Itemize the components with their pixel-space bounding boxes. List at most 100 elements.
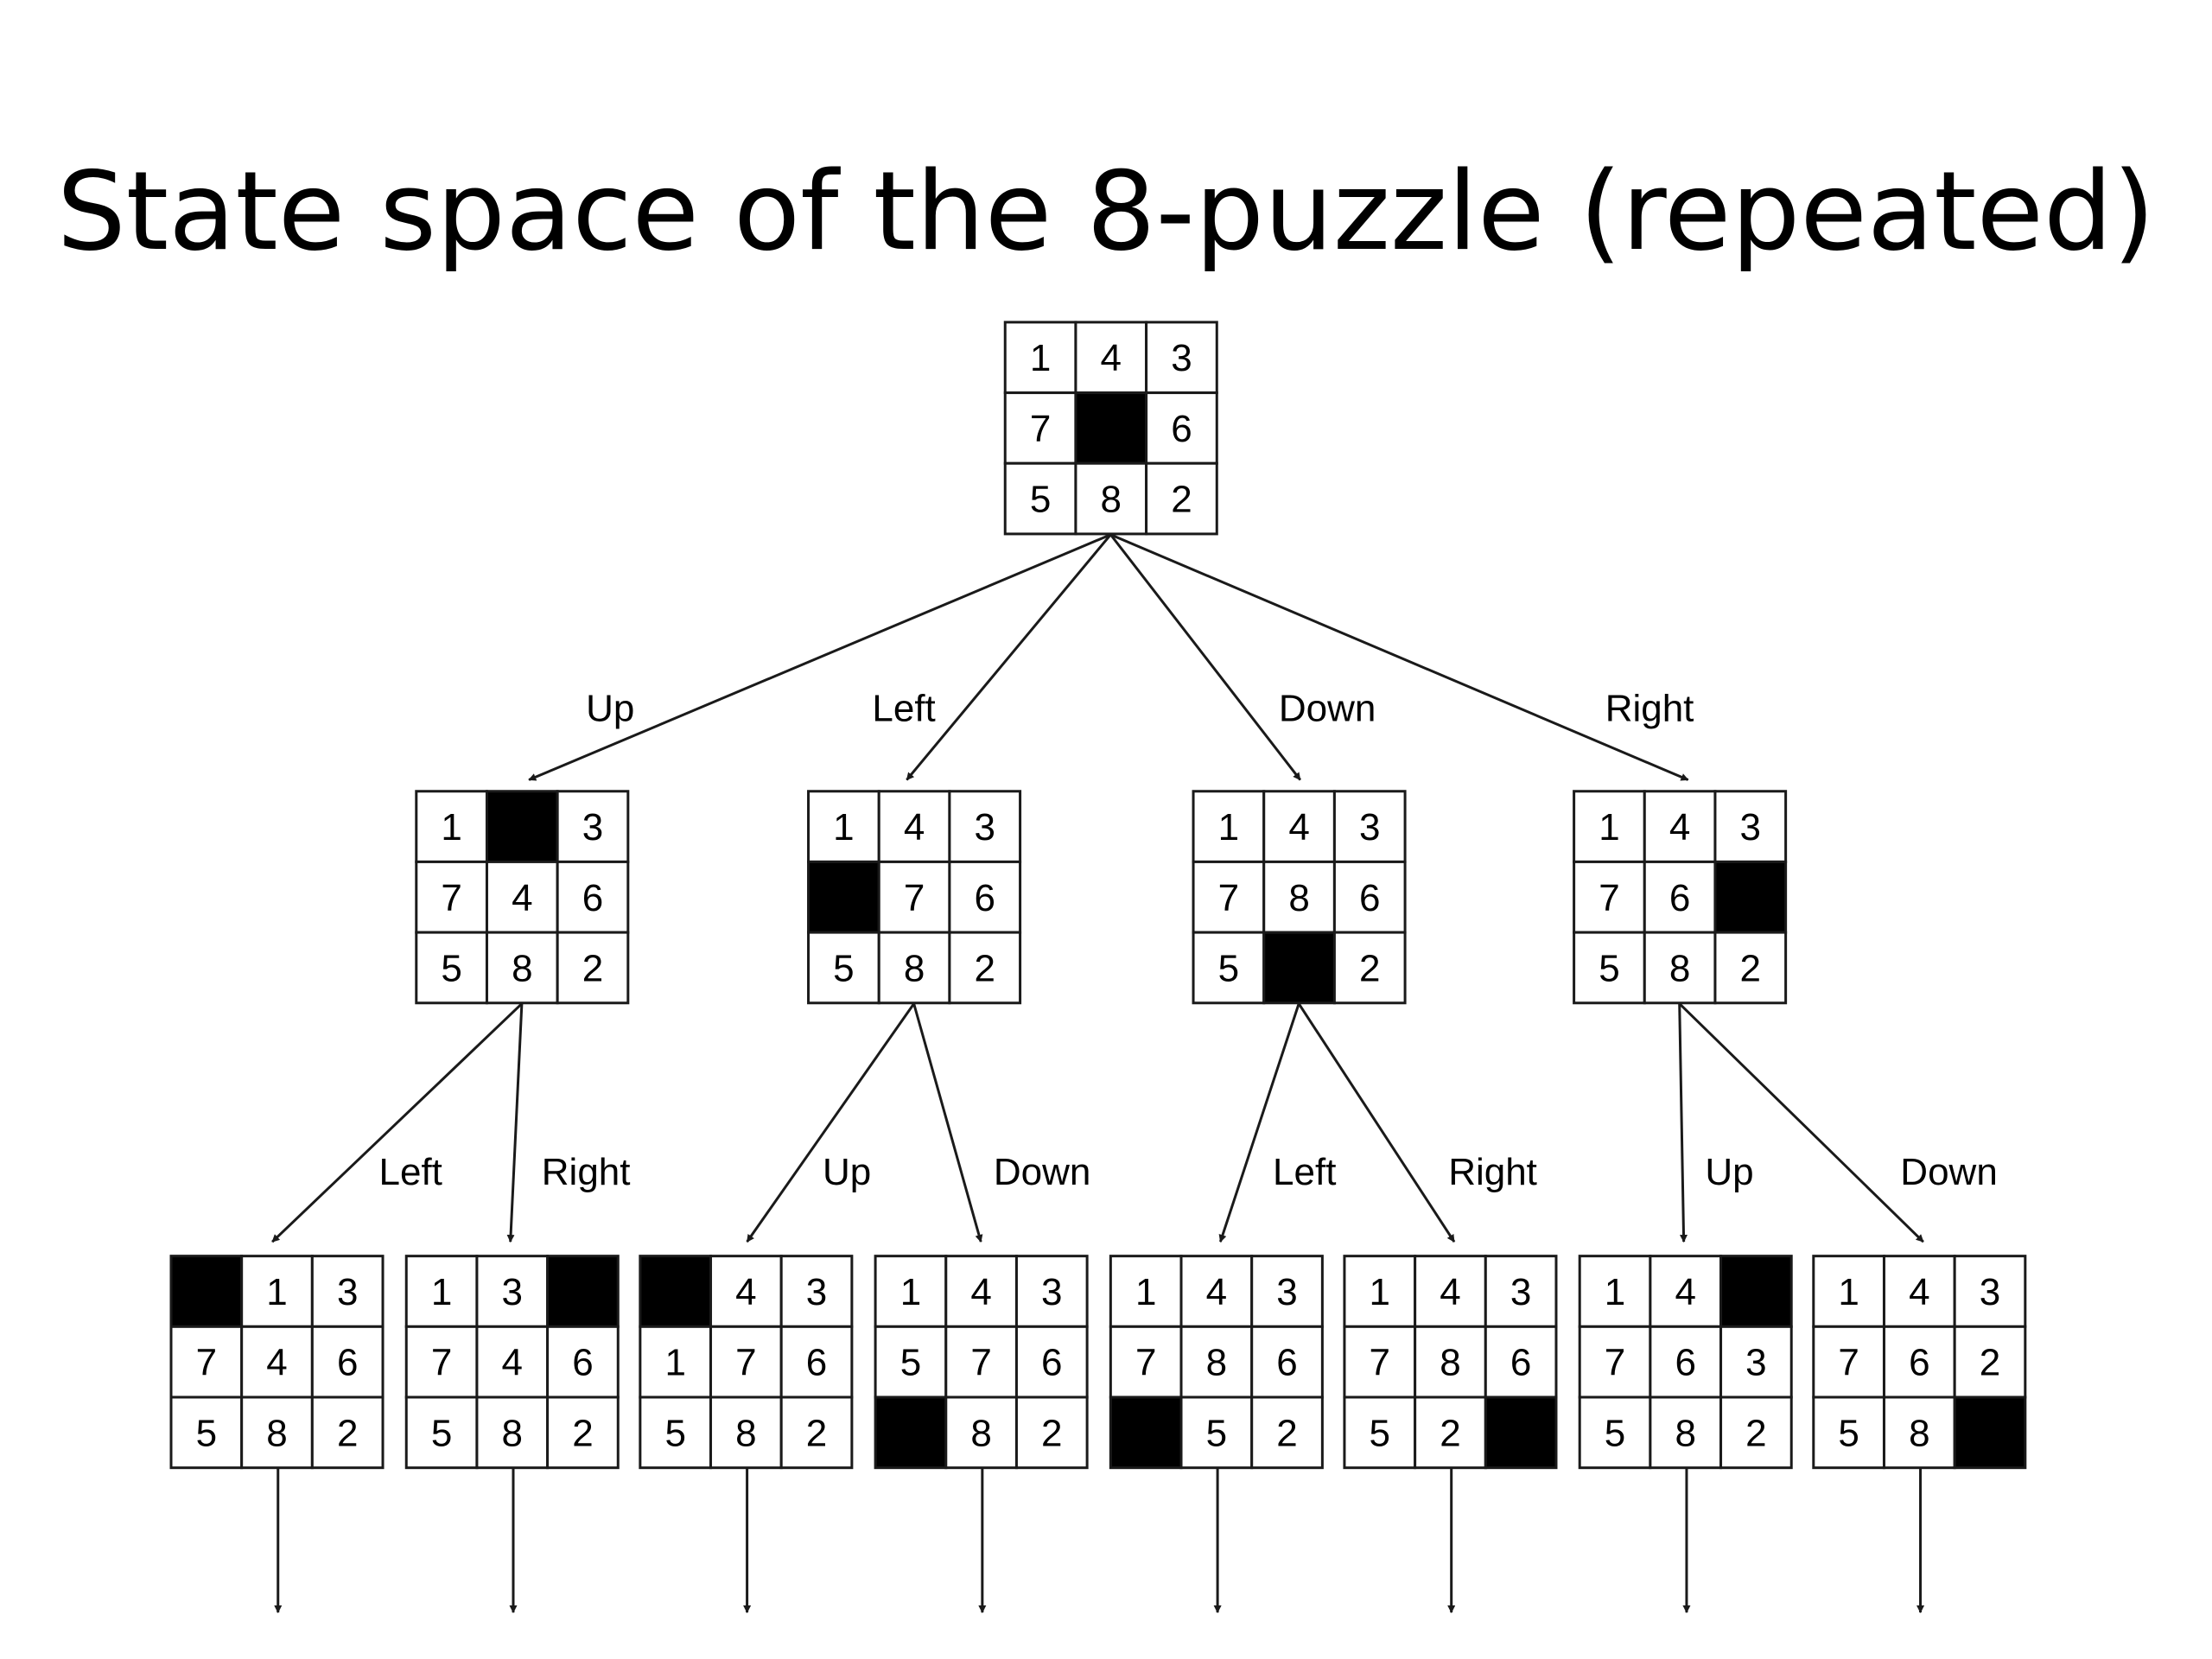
move-arrow — [506, 1003, 524, 1243]
tile-number: 7 — [1218, 877, 1239, 919]
tile-number: 1 — [1370, 1271, 1390, 1313]
move-label: Up — [1705, 1151, 1753, 1193]
tile-number: 7 — [441, 877, 461, 919]
move-arrow — [1109, 533, 1689, 781]
tile-number: 7 — [970, 1342, 991, 1384]
tile — [948, 860, 1022, 934]
tile-number: 6 — [1041, 1342, 1062, 1384]
tile-number: 3 — [1745, 1342, 1766, 1384]
tile — [639, 1325, 713, 1399]
blank-tile — [1074, 391, 1148, 465]
tile — [1484, 1255, 1558, 1328]
blank-tile — [1713, 860, 1788, 934]
blank-tile — [169, 1255, 244, 1328]
tile-number: 2 — [1740, 947, 1761, 989]
tile-number: 5 — [196, 1412, 217, 1454]
tile-number: 8 — [1206, 1342, 1227, 1384]
tile — [1649, 1395, 1723, 1470]
tile-number: 8 — [970, 1412, 991, 1454]
tile-number: 4 — [1669, 806, 1690, 849]
tile-number: 7 — [1030, 408, 1051, 450]
tile-number: 5 — [1030, 479, 1051, 521]
tile-number: 2 — [572, 1412, 593, 1454]
tile — [1882, 1395, 1956, 1470]
tile — [948, 790, 1022, 863]
tile-number: 2 — [806, 1412, 827, 1454]
tile — [779, 1325, 854, 1399]
tile — [1074, 321, 1148, 395]
tile — [1179, 1395, 1254, 1470]
tile — [475, 1395, 550, 1470]
tile — [1145, 321, 1218, 395]
tile-number: 8 — [1675, 1412, 1695, 1454]
tile-number: 6 — [1276, 1342, 1297, 1384]
tile-number: 2 — [1171, 479, 1192, 521]
tile-number: 3 — [1510, 1271, 1531, 1313]
tile — [877, 931, 951, 1005]
blank-tile — [546, 1255, 620, 1328]
tile — [1414, 1255, 1487, 1328]
tile-number: 3 — [806, 1271, 827, 1313]
tile-number: 3 — [582, 806, 603, 849]
tile-number: 8 — [1440, 1342, 1460, 1384]
tile-number: 3 — [1041, 1271, 1062, 1313]
tile-number: 7 — [196, 1342, 217, 1384]
tile-number: 2 — [1041, 1412, 1062, 1454]
move-arrow — [1678, 1003, 1688, 1243]
tile-number: 4 — [1101, 337, 1122, 379]
tile-number: 8 — [1288, 877, 1309, 919]
tile-number: 5 — [441, 947, 461, 989]
tile-number: 6 — [1675, 1342, 1695, 1384]
tile — [1713, 790, 1788, 863]
tile — [415, 860, 488, 934]
tile — [944, 1325, 1018, 1399]
tile-number: 6 — [337, 1342, 358, 1384]
tile-number: 7 — [1370, 1342, 1390, 1384]
tile — [1953, 1255, 2027, 1328]
tile-number: 4 — [1440, 1271, 1460, 1313]
move-label: Right — [1605, 688, 1694, 730]
tile — [1250, 1325, 1324, 1399]
tile-number: 1 — [1599, 806, 1619, 849]
tile — [546, 1395, 620, 1470]
tile-number: 6 — [806, 1342, 827, 1384]
tile — [546, 1325, 620, 1399]
tile-number: 5 — [664, 1412, 685, 1454]
tile-number: 3 — [1359, 806, 1380, 849]
tile-number: 8 — [735, 1412, 756, 1454]
tile — [1145, 461, 1218, 536]
tile — [1719, 1395, 1793, 1470]
tile-number: 1 — [266, 1271, 287, 1313]
slide-title: State space of the 8-puzzle (repeated) — [56, 148, 2156, 275]
tile-number: 4 — [1675, 1271, 1695, 1313]
tile — [1192, 931, 1266, 1005]
tile-number: 3 — [974, 806, 995, 849]
tile — [1573, 790, 1646, 863]
tile-number: 6 — [1171, 408, 1192, 450]
tile-number: 1 — [441, 806, 461, 849]
tile-number: 3 — [502, 1271, 523, 1313]
move-arrow — [912, 1003, 983, 1243]
tile-number: 8 — [904, 947, 925, 989]
tile — [1192, 790, 1266, 863]
tile-number: 5 — [1206, 1412, 1227, 1454]
tile-number: 1 — [1605, 1271, 1625, 1313]
tile-number: 3 — [1276, 1271, 1297, 1313]
tile-number: 2 — [974, 947, 995, 989]
tile — [404, 1255, 479, 1328]
tile — [1145, 391, 1218, 465]
move-arrow — [528, 533, 1111, 781]
tile-number: 4 — [735, 1271, 756, 1313]
tile-number: 4 — [502, 1342, 523, 1384]
tile-number: 2 — [1440, 1412, 1460, 1454]
tile-number: 7 — [1838, 1342, 1859, 1384]
tile-number: 4 — [266, 1342, 287, 1384]
tile — [1332, 790, 1407, 863]
